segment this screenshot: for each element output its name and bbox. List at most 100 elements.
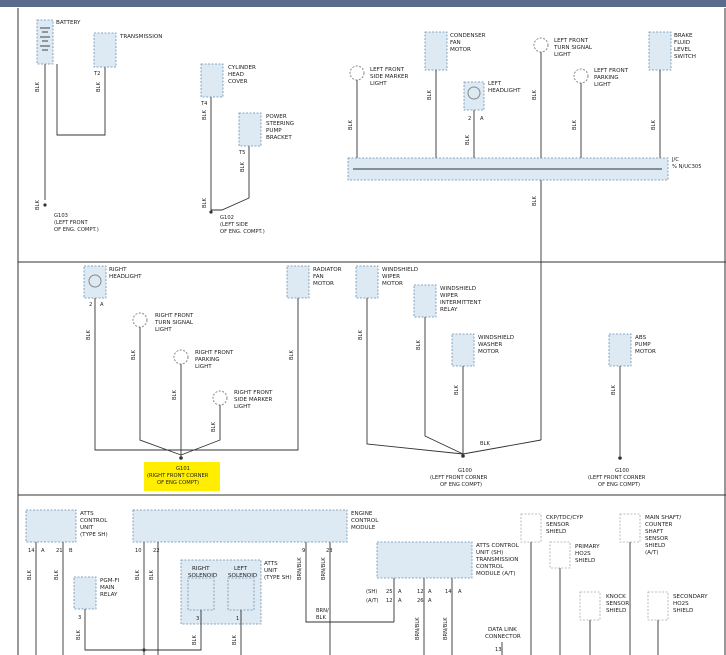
rsol-label-2: SOLENOID (188, 573, 217, 579)
g100a-label: G100 (458, 468, 472, 474)
wire-label: BLK (348, 120, 354, 130)
wire-rad (181, 298, 299, 451)
left-solenoid (227, 577, 255, 611)
power-steering-bracket (238, 112, 262, 147)
wire-rh (94, 298, 181, 451)
wwsm-label-2: WASHER (478, 342, 502, 348)
pin-label: T4 (200, 101, 208, 107)
lfsm-label-3: LIGHT (370, 81, 387, 87)
g101-label: G101 (176, 466, 190, 472)
ground-point (179, 456, 183, 460)
wire-label: BLK (427, 90, 433, 100)
wire-label: BLK (192, 635, 198, 645)
wire-label: BRN/ (316, 608, 329, 614)
sho2-label-3: SHIELD (673, 608, 693, 614)
wire-label: BLK (131, 350, 137, 360)
pin-label: 26 (417, 598, 424, 604)
wwm-label-2: WIPER (382, 274, 400, 280)
ks-label-1: KNOCK (606, 594, 626, 600)
lfts-label-3: LIGHT (554, 52, 571, 58)
rad-label-3: MOTOR (313, 281, 334, 287)
sho2-label-1: SECONDARY (673, 594, 708, 600)
abs-label-2: PUMP (635, 342, 651, 348)
pho2-label-3: SHIELD (575, 558, 595, 564)
pin-label: A (41, 548, 45, 554)
cond-label-2: FAN (450, 40, 461, 46)
lfp-label-2: PARKING (594, 75, 619, 81)
ms-label-5: SHIELD (645, 543, 665, 549)
cond-label-3: MOTOR (450, 47, 471, 53)
lfp-label-3: LIGHT (594, 82, 611, 88)
rh-label-1: RIGHT (109, 267, 127, 273)
pin-label: A (398, 598, 402, 604)
g103-label-3: OF ENG. COMPT.) (54, 227, 99, 233)
wire-label: BLK (149, 570, 155, 580)
window-title-bar (0, 0, 726, 7)
pin-label: 21 (56, 548, 63, 554)
g102-label-3: OF ENG. COMPT.) (220, 229, 265, 235)
ps-label-1: POWER (266, 114, 287, 120)
wire-label: BRN/BLK (297, 557, 303, 580)
ground-point (209, 210, 213, 214)
variant-label: (SH) (366, 589, 377, 595)
attsu-label-1: ATTS (264, 561, 278, 567)
wire-label: BLK (35, 200, 41, 210)
g100b-label-3: OF ENG COMPT) (598, 482, 640, 488)
dlc-label-2: CONNECTOR (485, 634, 521, 640)
wire-label: BRN/BLK (443, 617, 449, 640)
pin-label: 10 (135, 548, 142, 554)
atts-control-unit-tcm (376, 541, 473, 579)
rf-side-marker-bulb (212, 390, 228, 406)
wwsm-label-1: WINDSHIELD (478, 335, 514, 341)
wire-wwm (366, 298, 464, 455)
pin-label: 1 (236, 616, 239, 622)
pin-label: 3 (78, 615, 81, 621)
wire-label: BLK (172, 390, 178, 400)
ecm-label-1: ENGINE (351, 511, 373, 517)
g102-label-2: (LEFT SIDE (220, 222, 248, 228)
wire-label: BLK (465, 135, 471, 145)
wwm-label-3: MOTOR (382, 281, 403, 287)
mainshaft-sensor-shield (619, 513, 641, 655)
pho2-label-1: PRIMARY (575, 544, 600, 550)
attsl-label-3: UNIT (80, 525, 94, 531)
wire-label: BLK (454, 385, 460, 395)
wire-label: BLK (572, 120, 578, 130)
attsr-label-1: ATTS CONTROL (476, 543, 520, 549)
rfts-label-1: RIGHT FRONT (155, 313, 194, 319)
wire-rsol (144, 610, 202, 651)
bfl-label-1: BRAKE (674, 33, 693, 39)
lf-turn-signal-bulb (533, 37, 549, 53)
rfp-label-1: RIGHT FRONT (195, 350, 234, 356)
wire-label: BLK (532, 90, 538, 100)
wiper-intermittent-relay (413, 284, 437, 318)
bfl-label-4: SWITCH (674, 54, 696, 60)
rad-label-2: FAN (313, 274, 324, 280)
splice-point (142, 648, 146, 652)
wire-label: BLK (232, 635, 238, 645)
lfts-label-2: TURN SIGNAL (553, 45, 593, 51)
condenser-fan-motor (424, 31, 448, 71)
pin-label: B (69, 548, 73, 554)
lh-label-1: LEFT (488, 81, 502, 87)
headlight-icon (88, 274, 102, 288)
ground-point (43, 203, 47, 207)
jc-label: J/C (671, 157, 679, 163)
rh-label-2: HEADLIGHT (109, 274, 142, 280)
lh-label-2: HEADLIGHT (488, 88, 521, 94)
rfp-label-2: PARKING (195, 357, 220, 363)
radiator-fan-motor (286, 265, 310, 299)
ecm-label-3: MODULE (351, 525, 376, 531)
wire-label: BLK (240, 162, 246, 172)
wire-label: BLK (86, 330, 92, 340)
wire-label: BLK (289, 350, 295, 360)
sho2-label-2: HO2S (673, 601, 689, 607)
wwir-label-2: WIPER (440, 293, 458, 299)
battery-label: BATTERY (56, 20, 81, 26)
transmission-label: TRANSMISSION (119, 34, 162, 40)
attsl-label-1: ATTS (80, 511, 94, 517)
pgm-label-1: PGM-FI (100, 578, 120, 584)
wire-label: BLK (416, 340, 422, 350)
ms-label-6: (A/T) (645, 550, 659, 556)
abs-label-1: ABS (635, 335, 647, 341)
